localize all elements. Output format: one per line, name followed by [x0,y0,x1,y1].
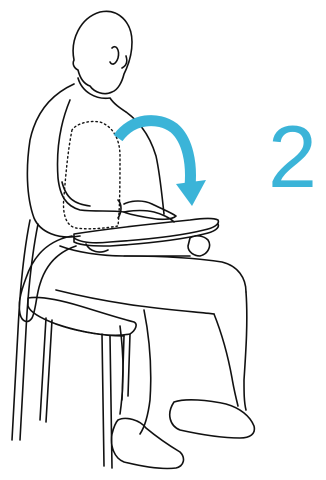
person-far-shin [214,314,238,406]
chair [12,220,136,468]
chair-seat-edge [56,324,124,336]
person-thigh-top [124,256,246,292]
person-back [27,84,80,237]
person-far-hand [188,236,210,256]
previous-arm-outline [64,121,121,228]
person-near-shin-back [120,326,123,414]
person-near-shoe [112,418,184,468]
chair-front-leg [102,334,112,468]
person-near-forearm [62,182,174,222]
person-far-shin-back [244,292,247,410]
person-near-shin [140,310,151,434]
person-nose [122,56,127,68]
person-head [73,11,132,93]
chair-back-post-inner [20,224,38,440]
step-number: 2 [268,112,326,202]
tray [74,219,218,243]
person-waist [60,246,190,256]
person-thigh-bottom [56,290,214,314]
person-far-shoe [170,400,255,438]
chair-back-leg-right [40,318,52,422]
person-ear [110,47,119,64]
